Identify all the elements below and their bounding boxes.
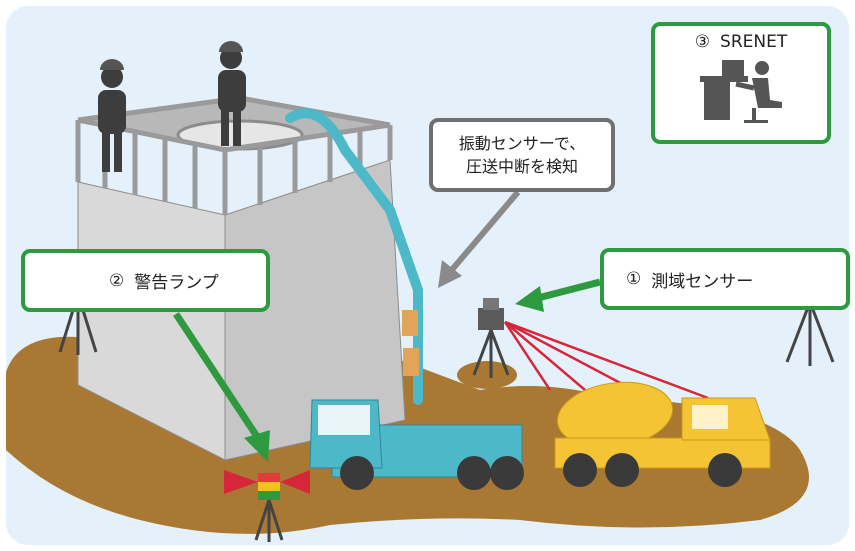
vibration-callout: 振動センサーで、 圧送中断を検知 [429, 118, 615, 192]
arrow-lamp [173, 312, 261, 440]
warning-lamp-callout: ② 警告ランプ [21, 249, 270, 312]
pump-boom [285, 108, 423, 405]
srenet-label: SRENET [720, 32, 788, 52]
arrow-vibration-head [438, 260, 462, 288]
warning-lamp-icon [224, 470, 310, 542]
srenet-number: ③ [694, 32, 711, 52]
arrow-lamp-head [244, 430, 270, 462]
worker-icon [98, 59, 126, 172]
arrow-vibration [447, 190, 521, 274]
vibration-line1: 振動センサーで、 [458, 134, 586, 153]
range-sensor-callout: ① 測域センサー [600, 248, 850, 310]
pc-user-icon [700, 60, 782, 123]
warning-lamp-label: 警告ランプ [134, 273, 219, 293]
srenet-callout: ③ SRENET [651, 22, 831, 144]
warning-lamp-number: ② [109, 270, 125, 291]
worker-icon [218, 41, 246, 146]
mixer-truck-icon [554, 381, 771, 487]
boom-parts [402, 310, 419, 376]
range-sensor-label: 測域センサー [651, 271, 754, 292]
range-sensor-number: ① [626, 269, 642, 289]
range-sensor-icon [472, 298, 510, 378]
vibration-line2: 圧送中断を検知 [465, 157, 578, 176]
pump-truck-icon [309, 399, 524, 490]
arrow-range-head [515, 286, 544, 312]
